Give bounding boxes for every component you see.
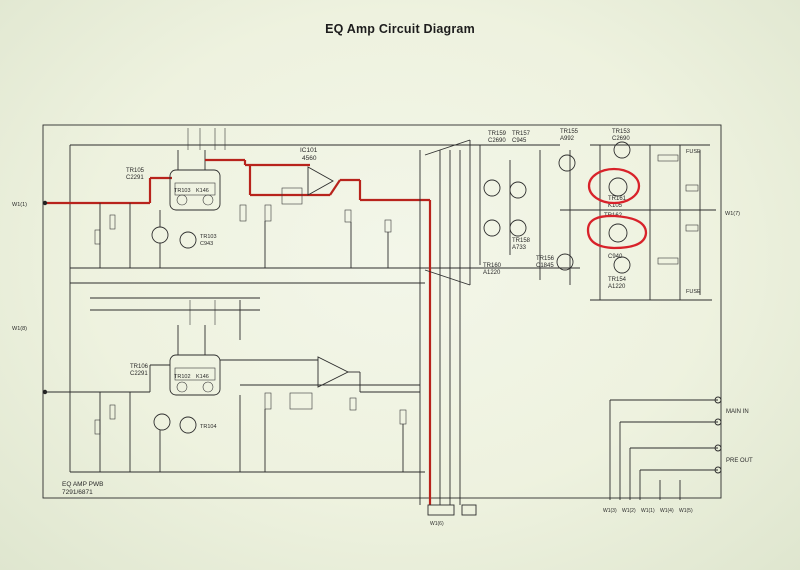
tr160-ref: TR160 <box>483 263 502 269</box>
pre-out-label: PRE OUT <box>726 458 753 464</box>
terminal-6: W1(6) <box>430 521 444 527</box>
tr156-part: C1845 <box>536 263 554 269</box>
output-stage: TR159 C2690 TR157 C945 TR155 A992 TR153 … <box>479 129 740 300</box>
terminal-1: W1(3) <box>603 508 617 514</box>
tr153-ref: TR153 <box>612 129 631 135</box>
tr158-part: A733 <box>512 245 527 251</box>
upper-channel: IC101 4560 TR105 C2291 TR103 C943 TR103 … <box>45 128 432 505</box>
input-mid-label: W1(8) <box>12 326 27 332</box>
tr156-ref: TR156 <box>536 256 555 262</box>
tr103-fet-ref: TR103 <box>174 188 191 194</box>
tr157-ref: TR157 <box>512 131 531 137</box>
fuse-bottom-label: FUSE <box>686 289 701 295</box>
terminal-2: W1(2) <box>622 508 636 514</box>
board-name: EQ AMP PWB <box>62 481 103 488</box>
tr155-part: A992 <box>560 136 575 142</box>
io-connectors: MAIN IN PRE OUT <box>609 396 753 500</box>
tr154-ref: TR154 <box>608 277 627 283</box>
fuse-top-label: FUSE <box>686 149 701 155</box>
tr102-part: K146 <box>196 374 209 380</box>
highlight-tr162 <box>586 214 648 250</box>
tr155-ref: TR155 <box>560 129 579 135</box>
input-top-label: W1(1) <box>12 202 27 208</box>
terminal-3: W1(1) <box>641 508 655 514</box>
tr157-part: C945 <box>512 138 527 144</box>
board-code: 7291/6871 <box>62 489 93 496</box>
supply-rails <box>69 144 712 473</box>
tr103-part: C943 <box>200 241 213 247</box>
tr102-ref: TR102 <box>174 374 191 380</box>
ic-part-label: 4560 <box>302 155 317 162</box>
ic-ref-label: IC101 <box>300 147 318 154</box>
c940-label: C940 <box>608 254 623 260</box>
tr104-ref: TR104 <box>200 424 217 430</box>
tr106-ref: TR106 <box>130 364 149 370</box>
tr103-fet-part: K146 <box>196 188 209 194</box>
tr161-part: K105 <box>608 203 623 209</box>
tr105-ref: TR105 <box>126 168 145 174</box>
mid-bus <box>419 139 477 516</box>
out-terminal-label: W1(7) <box>725 211 740 217</box>
terminal-block-left <box>427 504 455 516</box>
bottom-terminals: W1(3) W1(2) W1(1) W1(4) W1(5) W1(6) <box>430 508 693 527</box>
tr103-ref: TR103 <box>200 234 217 240</box>
terminal-5: W1(5) <box>679 508 693 514</box>
main-in-label: MAIN IN <box>726 409 749 415</box>
tr154-part: A1220 <box>608 284 626 290</box>
tr105-part: C2291 <box>126 175 144 181</box>
terminal-4: W1(4) <box>660 508 674 514</box>
tr153-part: C2690 <box>612 136 630 142</box>
tr161-ref: TR161 <box>608 196 627 202</box>
highlight-tr161 <box>587 167 641 205</box>
board-outline <box>42 124 722 499</box>
terminal-block-right <box>461 504 477 516</box>
tr158-ref: TR158 <box>512 238 531 244</box>
page-title: EQ Amp Circuit Diagram <box>325 22 475 36</box>
lower-channel: TR106 C2291 TR102 K146 TR104 <box>90 297 420 472</box>
tr159-part: C2690 <box>488 138 506 144</box>
tr159-ref: TR159 <box>488 131 507 137</box>
tr106-part: C2291 <box>130 371 148 377</box>
tr160-part: A1220 <box>483 270 501 276</box>
